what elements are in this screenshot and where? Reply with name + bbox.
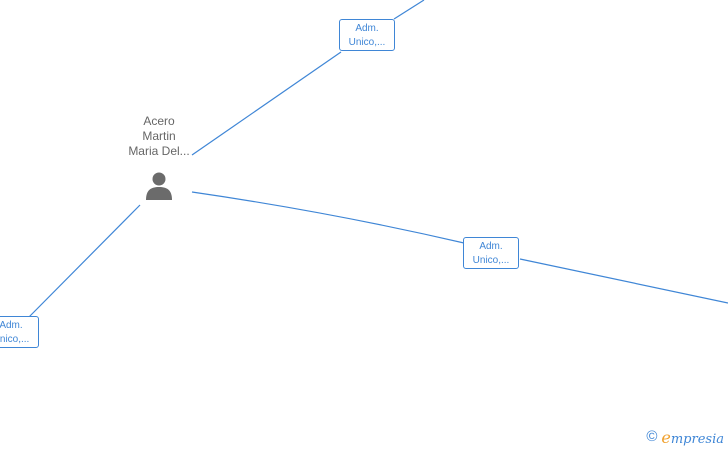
edge-person-to-middle-role xyxy=(191,191,465,244)
brand-logo: empresia xyxy=(661,428,724,447)
edge-middle-role-offscreen xyxy=(519,258,728,304)
brand-logo-initial: e xyxy=(661,427,671,447)
brand-watermark: © empresia xyxy=(646,427,724,447)
role-line-1: Adm. xyxy=(479,241,503,252)
person-silhouette-icon xyxy=(146,172,172,200)
role-line-2: Unico,... xyxy=(348,37,386,48)
role-node-top[interactable]: Adm. Unico,... xyxy=(339,19,395,51)
role-line-2: Unico,... xyxy=(0,334,30,345)
edge-top-role-offscreen xyxy=(393,0,425,20)
copyright-icon: © xyxy=(646,428,658,445)
role-node-middle[interactable]: Adm. Unico,... xyxy=(463,237,519,269)
person-node[interactable]: Acero Martin Maria Del... xyxy=(113,114,205,201)
edge-person-to-top-role xyxy=(191,51,342,156)
edge-person-to-left-role xyxy=(27,204,141,319)
brand-logo-rest: mpresia xyxy=(670,431,724,447)
role-line-2: Unico,... xyxy=(472,255,510,266)
person-name: Acero Martin Maria Del... xyxy=(113,114,205,159)
person-name-line-3: Maria Del... xyxy=(128,144,190,158)
person-name-line-2: Martin xyxy=(142,129,176,143)
role-line-1: Adm. xyxy=(0,320,23,331)
role-line-1: Adm. xyxy=(355,23,379,34)
role-node-left[interactable]: Adm. Unico,... xyxy=(0,316,39,348)
person-name-line-1: Acero xyxy=(143,114,175,128)
